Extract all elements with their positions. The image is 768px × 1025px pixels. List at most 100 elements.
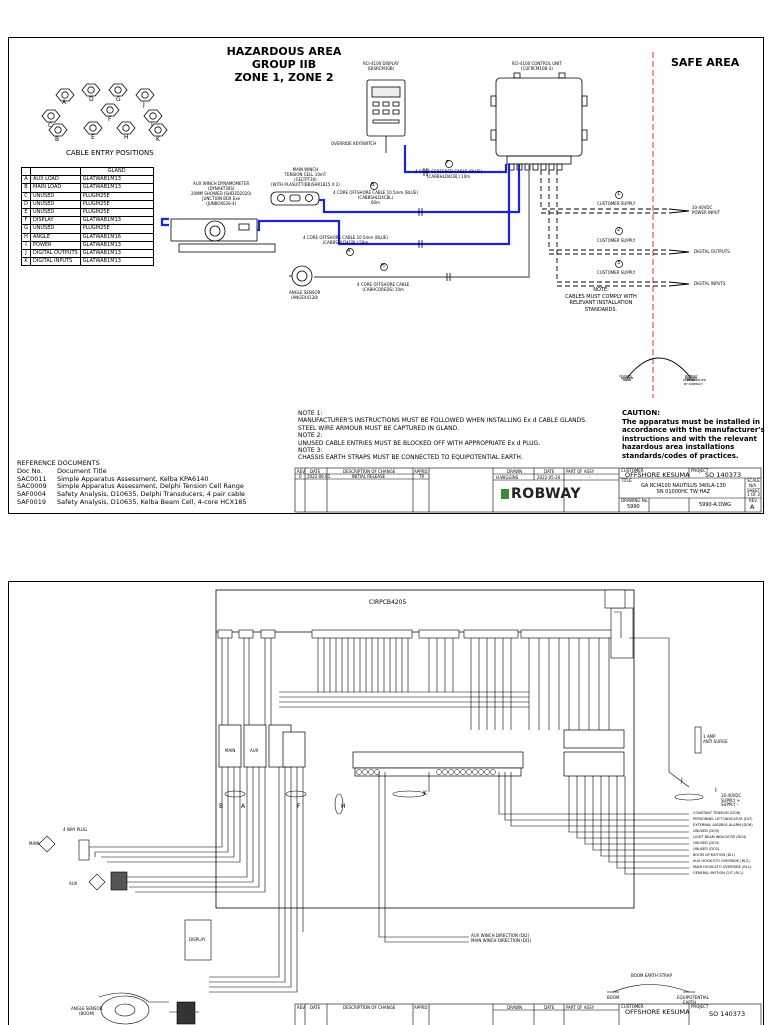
top-wires <box>221 638 610 730</box>
customer-supply-label: CUSTOMER SUPPLY <box>597 270 636 275</box>
entry-K <box>148 123 168 137</box>
tb-project-label: PROJECT <box>691 468 709 473</box>
gland-part: GLATWAB1M13 <box>79 175 154 185</box>
tb2-drawn-label: DRAWN <box>507 1005 523 1010</box>
supply-label: 10-40VDC SUPPLY + SUPPLY - <box>721 793 741 808</box>
tb-rev: A <box>750 503 755 511</box>
robway-logo-mark <box>501 489 509 499</box>
cable-h-label: 4 CORE OFFSHORE CABLE (CABHCOREDS) 10m <box>357 282 409 292</box>
entry-letter: H <box>124 134 129 141</box>
entry-letter: F <box>108 116 112 123</box>
cable-f-line: (CABBHLD4CBL) 10m <box>427 174 471 179</box>
winch-dir-line: MAIN WINCH DIRECTION (DI1) <box>471 937 532 943</box>
title-block-2-lines <box>294 1003 762 1025</box>
top-terminals <box>217 589 634 659</box>
output-item: UNUSED (DO5) <box>693 828 720 833</box>
customer-supply-label: CUSTOMER SUPPLY <box>597 238 636 243</box>
cable-letter: K <box>423 790 427 797</box>
angle-sensor-line: (ANGEX4128) <box>290 295 319 300</box>
main-winch-line: MAIN WINCH <box>292 167 319 172</box>
tb-date-value: 2022-06-01 <box>307 474 331 479</box>
rci-display-unit <box>366 79 406 153</box>
tb2-desc-header: DESCRIPTION OF CHANGE <box>343 1005 396 1010</box>
note-line: CHASSIS EARTH STRAPS MUST BE CONNECTED T… <box>298 454 523 462</box>
note-line: STEEL WIRE ARMOUR MUST BE CAPTURED IN GL… <box>298 424 460 432</box>
output-item: UNUSED (DO3) <box>693 840 720 845</box>
supply-line: SUPPLY - <box>721 802 739 807</box>
gland-name: UNUSED <box>30 199 81 209</box>
tb-drawn-label: DRAWN <box>507 469 523 474</box>
entry-G <box>108 83 128 97</box>
entry-I <box>143 109 163 123</box>
tb2-date-header: DATE <box>310 1005 321 1010</box>
hazard-title-line: ZONE 1, ZONE 2 <box>234 71 334 84</box>
gland-name: DIGITAL INPUTS <box>30 257 81 267</box>
entry-F <box>100 103 120 117</box>
supply-line: SUPPLY + <box>721 797 741 803</box>
tb-title: GA RCI4100 NAUTILUS 340LA-130 SN 01000HC… <box>641 483 726 495</box>
cable-b-line: 60m <box>370 200 380 205</box>
entry-J <box>135 88 155 102</box>
note-line: NOTE 2: <box>298 432 323 440</box>
tb-drawing-label: DRAWING No. <box>621 498 649 503</box>
earth-label: (NOT SUPPLIED <box>683 378 707 382</box>
tb2-part-label: PART OF ASSY <box>566 1005 595 1010</box>
aux-winch-line: 20MM SHOWED (SHD3D2020) <box>191 191 252 196</box>
refs-header-title: Document Title <box>57 466 107 475</box>
earth-strap-equip: EQUIPOTENTIAL <box>677 995 709 1000</box>
cable-letter: J <box>681 777 683 784</box>
circle-letter: A <box>347 248 351 254</box>
angle-sensor-boom-label: ANGLE SENSOR (BOOM) <box>71 1006 102 1016</box>
ref-doc: SAF0019 <box>17 497 46 506</box>
gland-letter: J <box>21 248 31 259</box>
display-label-line: (DISRCM10B) <box>367 66 395 71</box>
tb2-customer-label: CUSTOMER <box>621 1004 644 1009</box>
aux-winch-label: AUX WINCH DYNAMOMETER (DYNAKT30S) 20MM S… <box>191 181 251 206</box>
cable-f-line: 4 CORE SCREENED CABLE (BLUE) <box>415 169 483 174</box>
cable-b-label: 4 CORE OFFSHORE CABLE 10.5mm (BLUE) (CAB… <box>333 190 418 205</box>
tb-customer: OFFSHORE KESUMA <box>625 471 690 479</box>
aux-winch-line: (JUNBOX026-4) <box>206 201 237 206</box>
sheet1-wiring-svg <box>41 52 762 513</box>
tb2-project: SO 140373 <box>709 1010 746 1018</box>
safe-note-line: CABLES MUST COMPLY WITH <box>565 293 637 300</box>
gland-name: DISPLAY <box>30 216 81 226</box>
power-input-line: 10-40VDC <box>692 205 713 210</box>
circle-number: 1 <box>617 191 621 197</box>
output-item: AUX HOOK-STO OVERRIDE (RL2) <box>693 858 750 863</box>
gland-name: AUX LOAD <box>30 175 81 185</box>
cable-a-line: 4 CORE OFFSHORE CABLE 10.5mm (BLUE) <box>303 235 388 240</box>
angle-sensor-label: ANGLE SENSOR (ANGEX4128) <box>289 290 320 300</box>
cable-entry-caption: CABLE ENTRY POSITIONS <box>66 149 154 157</box>
tb-drawn-date: 2022-05-20 <box>537 475 561 480</box>
entry-letter: K <box>156 136 160 143</box>
output-item: LIGHT BEAM INDICATOR (DO4) <box>693 834 747 839</box>
entry-A <box>55 88 75 102</box>
cable-letter: B <box>219 803 224 810</box>
tb-rev-value: 0 <box>299 474 302 479</box>
output-item: CONSTANT TENSION (DO8) <box>693 811 741 815</box>
cable-entry-diagram <box>41 83 168 137</box>
entry-letter: D <box>89 96 94 103</box>
main-winch-tension-cell <box>270 191 320 206</box>
tb-rev-header: REV <box>297 469 306 474</box>
output-item: GENERAL MOTION CUT (RL1) <box>693 870 744 875</box>
tb-desc-value: INITIAL RELEASE <box>352 474 386 479</box>
entry-letter: J <box>143 101 145 108</box>
caution-line: accordance with the manufacturer's <box>622 426 765 435</box>
gland-letter: G <box>21 224 31 234</box>
tb2-apprd-header: APPRD <box>414 1005 428 1010</box>
gland-letter: C <box>21 191 31 201</box>
aux-connector-label: AUX <box>69 881 78 886</box>
tb2-customer: OFFSHORE KESUMA <box>625 1008 690 1016</box>
grey-cable-h <box>314 164 530 278</box>
earth-strap-label: BOOM EARTH STRAP <box>631 973 672 978</box>
refs-title: REFERENCE DOCUMENTS <box>17 459 100 467</box>
note-line: NOTE 3: <box>298 447 323 455</box>
control-unit <box>490 72 588 171</box>
tb-part-value: - <box>589 475 591 480</box>
tb-apprd-value: TR <box>419 474 425 479</box>
